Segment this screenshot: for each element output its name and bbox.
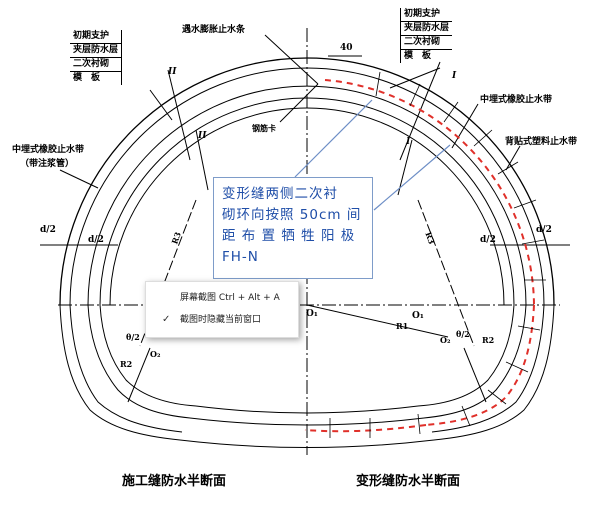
callout-leaders [294,99,451,211]
right-stack-item-2: 夹层防水层 [401,22,453,36]
label-theta-right: θ/2 [456,329,470,339]
left-stack-item-3: 二次衬砌 [70,58,122,72]
leader-midrubber-right [451,103,479,149]
right-layer-stack: 初期支护 夹层防水层 二次衬砌 模 板 [400,8,453,63]
section-line-left-2 [195,129,209,191]
label-roman-right-1: I [452,71,457,81]
left-wall [59,304,181,441]
label-mid-rubber-left-1: 中埋式橡胶止水带 [12,145,85,155]
label-o1-right: O₁ [412,311,424,321]
leader-expansion [264,34,319,85]
anode-callout-box: 变形缝两侧二次衬 砌环向按照 50cm 间 距 布 置 牺 牲 阳 极 FH-N [213,177,373,279]
label-o1-center: O₁ [306,309,318,319]
label-o2-left: O₂ [150,349,161,359]
left-stack-item-4: 模 板 [73,73,101,83]
menu-item-screenshot[interactable]: 屏幕截图 Ctrl + Alt + A [146,289,298,307]
label-o2-right: O₂ [440,335,451,345]
r2-line-left [127,347,151,403]
menu-item-hide-window-label: 截图时隐藏当前窗口 [180,315,262,325]
label-mid-rubber-right: 中埋式橡胶止水带 [480,95,553,105]
anode-dashes [304,79,535,433]
section-line-right-2 [397,139,413,196]
label-mid-rubber-left-2: （带注浆管） [20,159,75,169]
right-stack-item-4: 模 板 [404,51,432,61]
label-d2-left-inner: d/2 [88,235,104,245]
label-r2-right: R2 [482,335,495,345]
right-wall-2 [431,304,545,433]
label-back-plastic: 背贴式塑料止水带 [505,137,578,147]
inner-arch-line-3 [109,107,505,306]
label-d2-right-inner: d/2 [480,235,496,245]
callout-line-3: 距 布 置 牺 牲 阳 极 [222,228,356,244]
label-r1: R1 [396,321,409,331]
left-wall-inner-2 [99,304,197,407]
label-roman-left-1: II [168,67,177,77]
right-wall [433,304,555,441]
label-roman-left-2: II [198,131,207,141]
callout-line-1: 变形缝两侧二次衬 [222,186,338,202]
caption-left: 施工缝防水半断面 [122,474,227,489]
caption-right: 变形缝防水半断面 [356,474,461,489]
section-line-left-1 [167,69,191,161]
check-icon: ✓ [162,314,171,325]
right-stack-item-3: 二次衬砌 [401,36,453,50]
left-wall-2 [69,304,183,433]
r2-line-right [463,347,487,403]
left-layer-stack: 初期支护 夹层防水层 二次衬砌 模 板 [70,30,123,85]
leader-rebar [279,83,319,123]
label-theta-left: θ/2 [126,332,140,342]
left-stack-item-1: 初期支护 [70,30,122,44]
leader-midrubber-left [59,169,99,189]
lining-segment-ticks [329,71,546,438]
label-r2-left: R2 [120,359,133,369]
label-dim-40: 40 [340,43,353,53]
leader-backplastic [505,145,521,171]
label-roman-right-2: I [406,137,411,147]
screenshot-context-menu: 屏幕截图 Ctrl + Alt + A ✓ 截图时隐藏当前窗口 [145,281,299,338]
r1-line [306,304,449,338]
label-d2-left-outer: d/2 [40,225,56,235]
label-expansion-strip: 遇水膨胀止水条 [182,25,246,35]
leader-left-stack [149,89,173,121]
right-wall-inner-2 [417,304,515,407]
left-stack-item-2: 夹层防水层 [70,44,122,58]
callout-line-2: 砌环向按照 50cm 间 [222,207,362,223]
left-wall-inner [87,304,191,419]
right-wall-inner [423,304,527,419]
right-stack-item-1: 初期支护 [401,8,453,22]
label-rebar-clip: 钢筋卡 [252,123,276,133]
label-d2-right-outer: d/2 [536,225,552,235]
menu-item-screenshot-label: 屏幕截图 Ctrl + Alt + A [180,293,280,303]
r3-line-right [417,199,475,347]
leader-right-stack [389,67,441,89]
menu-item-hide-window[interactable]: ✓ 截图时隐藏当前窗口 [146,311,298,329]
callout-line-4: FH-N [222,249,259,265]
section-line-right-1 [399,61,441,161]
